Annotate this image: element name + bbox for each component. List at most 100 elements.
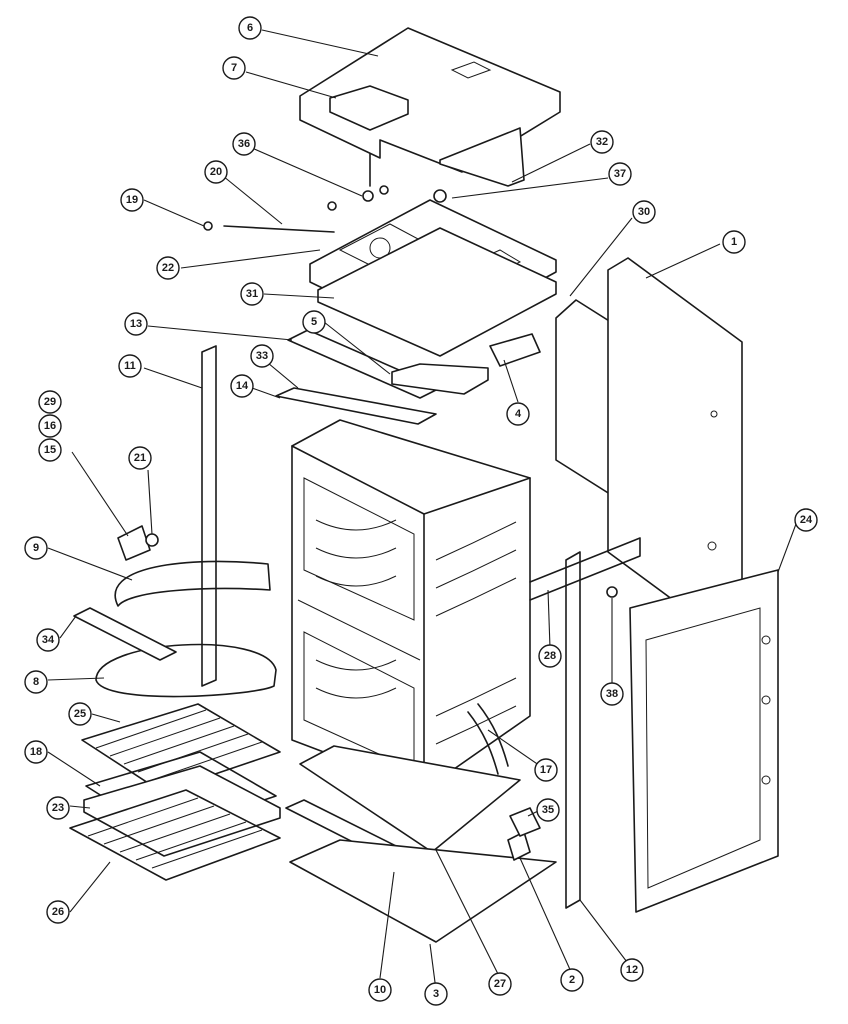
callout-25: 25: [68, 702, 92, 726]
callout-19: 19: [120, 188, 144, 212]
callout-6: 6: [238, 16, 262, 40]
left-trim-channel: [201, 345, 217, 687]
callout-21: 21: [128, 446, 152, 470]
broil-element: [114, 560, 271, 607]
callout-18-label: 18: [30, 746, 42, 758]
callout-10: 10: [368, 978, 392, 1002]
top-cover-panel: [299, 27, 561, 173]
motor-mounting-bracket: [317, 227, 557, 357]
callout-13: 13: [124, 312, 148, 336]
callout-29-label: 29: [44, 396, 56, 408]
callout-32-label: 32: [596, 136, 608, 148]
callout-26: 26: [46, 900, 70, 924]
callout-22: 22: [156, 256, 180, 280]
vent-duct: [391, 363, 489, 395]
callout-1: 1: [722, 230, 746, 254]
callout-9: 9: [24, 536, 48, 560]
callout-37-label: 37: [614, 168, 626, 180]
cooling-fan-housing: [489, 333, 541, 367]
callout-7: 7: [222, 56, 246, 80]
bottom-element-bracket: [509, 807, 541, 837]
callout-3-label: 3: [433, 988, 439, 1000]
callout-8-label: 8: [33, 676, 39, 688]
broiler-pan: [83, 765, 281, 857]
callout-35-label: 35: [542, 804, 554, 816]
callout-5: 5: [302, 310, 326, 334]
callout-18: 18: [24, 740, 48, 764]
callout-2: 2: [560, 968, 584, 992]
callout-16-label: 16: [44, 420, 56, 432]
callout-33-label: 33: [256, 350, 268, 362]
element-bracket: [73, 607, 177, 661]
rear-cover-bracket: [439, 127, 525, 187]
callout-27: 27: [488, 972, 512, 996]
thermostat-sensor: [117, 525, 159, 561]
callout-20: 20: [204, 160, 228, 184]
callout-30: 30: [632, 200, 656, 224]
access-plate: [329, 85, 409, 131]
callout-32: 32: [590, 130, 614, 154]
air-deflector: [275, 387, 437, 425]
side-bracket-pair: [529, 537, 641, 601]
callout-36-label: 36: [238, 138, 250, 150]
callout-33: 33: [250, 344, 274, 368]
callout-8: 8: [24, 670, 48, 694]
callout-15-label: 15: [44, 444, 56, 456]
callout-12-label: 12: [626, 964, 638, 976]
callout-16: 16: [38, 414, 62, 438]
callout-35: 35: [536, 798, 560, 822]
callout-36: 36: [232, 132, 256, 156]
callout-24-label: 24: [800, 514, 813, 526]
callout-31: 31: [240, 282, 264, 306]
callout-12: 12: [620, 958, 644, 982]
callout-38: 38: [600, 682, 624, 706]
callout-23-label: 23: [52, 802, 64, 814]
callout-10-label: 10: [374, 984, 386, 996]
callout-38-label: 38: [606, 688, 618, 700]
callout-6-label: 6: [247, 22, 253, 34]
callout-17: 17: [534, 758, 558, 782]
callout-31-label: 31: [246, 288, 258, 300]
base-pan: [289, 839, 557, 943]
callout-7-label: 7: [231, 62, 237, 74]
callout-34: 34: [36, 628, 60, 652]
callout-20-label: 20: [210, 166, 222, 178]
callout-5-label: 5: [311, 316, 317, 328]
lower-rack: [69, 789, 281, 881]
callout-28: 28: [538, 644, 562, 668]
callout-15: 15: [38, 438, 62, 462]
callout-3: 3: [424, 982, 448, 1006]
latch-rod: [203, 201, 337, 233]
callout-4-label: 4: [515, 408, 522, 420]
callout-23: 23: [46, 796, 70, 820]
callout-19-label: 19: [126, 194, 138, 206]
callout-25-label: 25: [74, 708, 86, 720]
right-trim-channel: [565, 551, 581, 909]
callout-24: 24: [794, 508, 818, 532]
callout-9-label: 9: [33, 542, 39, 554]
callout-14: 14: [230, 374, 254, 398]
callout-29: 29: [38, 390, 62, 414]
bottom-bracket: [507, 831, 531, 861]
bottom-panel: [299, 745, 521, 853]
bake-element: [95, 643, 277, 698]
callout-28-label: 28: [544, 650, 556, 662]
callout-21-label: 21: [134, 452, 146, 464]
callout-37: 37: [608, 162, 632, 186]
callout-11-label: 11: [124, 360, 136, 372]
latch-screw: [362, 153, 389, 202]
lock-switch: [433, 189, 447, 203]
callout-11: 11: [118, 354, 142, 378]
callout-34-label: 34: [42, 634, 55, 646]
outer-side-panel: [629, 569, 779, 913]
oven-rack: [81, 703, 281, 793]
wire-clip: [606, 586, 618, 598]
callout-2-label: 2: [569, 974, 575, 986]
rack-guides: [467, 703, 509, 775]
callout-13-label: 13: [130, 318, 142, 330]
callout-14-label: 14: [236, 380, 249, 392]
callout-30-label: 30: [638, 206, 650, 218]
callout-26-label: 26: [52, 906, 64, 918]
side-wrapper-panel: [607, 257, 743, 637]
